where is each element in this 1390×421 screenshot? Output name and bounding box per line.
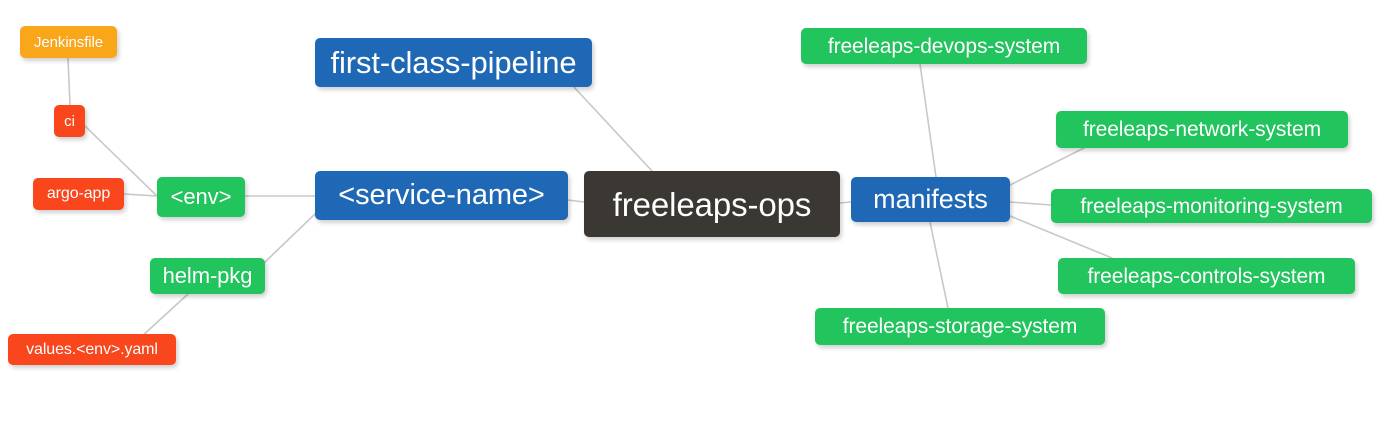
node-label: helm-pkg [162, 263, 253, 288]
mindmap-node-manifests[interactable]: manifests [851, 177, 1010, 222]
node-label: first-class-pipeline [330, 45, 577, 80]
mindmap-node-argo-app[interactable]: argo-app [33, 178, 124, 210]
mindmap-node-service-name[interactable]: <service-name> [315, 171, 568, 220]
node-label: freeleaps-network-system [1082, 118, 1321, 141]
mindmap-node-first-class-pipeline[interactable]: first-class-pipeline [315, 38, 592, 87]
node-label: values.<env>.yaml [26, 340, 158, 358]
mindmap-node-freeleaps-monitoring-system[interactable]: freeleaps-monitoring-system [1051, 189, 1372, 223]
edge-service-name-to-freeleaps-ops [567, 199, 585, 203]
mindmap-node-freeleaps-devops-system[interactable]: freeleaps-devops-system [801, 28, 1087, 64]
edge-first-class-pipeline-to-freeleaps-ops [573, 86, 653, 172]
edge-freeleaps-ops-to-manifests [839, 201, 852, 204]
edge-manifests-to-freeleaps-monitoring-system [1009, 201, 1052, 206]
edge-jenkinsfile-to-ci [67, 57, 71, 106]
mindmap-node-freeleaps-storage-system[interactable]: freeleaps-storage-system [815, 308, 1105, 345]
node-label: freeleaps-devops-system [827, 34, 1061, 58]
mindmap-node-ci[interactable]: ci [54, 105, 85, 137]
mindmap-node-freeleaps-network-system[interactable]: freeleaps-network-system [1056, 111, 1348, 148]
node-label: ci [64, 112, 75, 130]
node-label: freeleaps-storage-system [842, 315, 1078, 338]
node-label: argo-app [46, 185, 111, 202]
node-label: <service-name> [338, 179, 545, 211]
edge-service-name-to-helm-pkg [264, 213, 316, 263]
mindmap-node-env[interactable]: <env> [157, 177, 245, 217]
edge-argo-app-to-env [123, 193, 158, 197]
node-label: <env> [170, 184, 232, 209]
node-label: freeleaps-controls-system [1087, 264, 1326, 288]
node-label: freeleaps-ops [612, 185, 812, 223]
mindmap-node-freeleaps-ops[interactable]: freeleaps-ops [584, 171, 840, 237]
edge-helm-pkg-to-values-env-yaml [139, 293, 189, 339]
node-label: freeleaps-monitoring-system [1080, 194, 1343, 218]
mindmap-node-jenkinsfile[interactable]: Jenkinsfile [20, 26, 117, 58]
mindmap-node-values-env-yaml[interactable]: values.<env>.yaml [8, 334, 176, 365]
mindmap-node-helm-pkg[interactable]: helm-pkg [150, 258, 265, 294]
edge-manifests-to-freeleaps-network-system [1009, 147, 1085, 186]
node-label: Jenkinsfile [34, 33, 103, 51]
edge-manifests-to-freeleaps-devops-system [919, 63, 937, 178]
mindmap-node-freeleaps-controls-system[interactable]: freeleaps-controls-system [1058, 258, 1355, 294]
edge-manifests-to-freeleaps-storage-system [929, 221, 949, 309]
node-label: manifests [873, 184, 988, 214]
